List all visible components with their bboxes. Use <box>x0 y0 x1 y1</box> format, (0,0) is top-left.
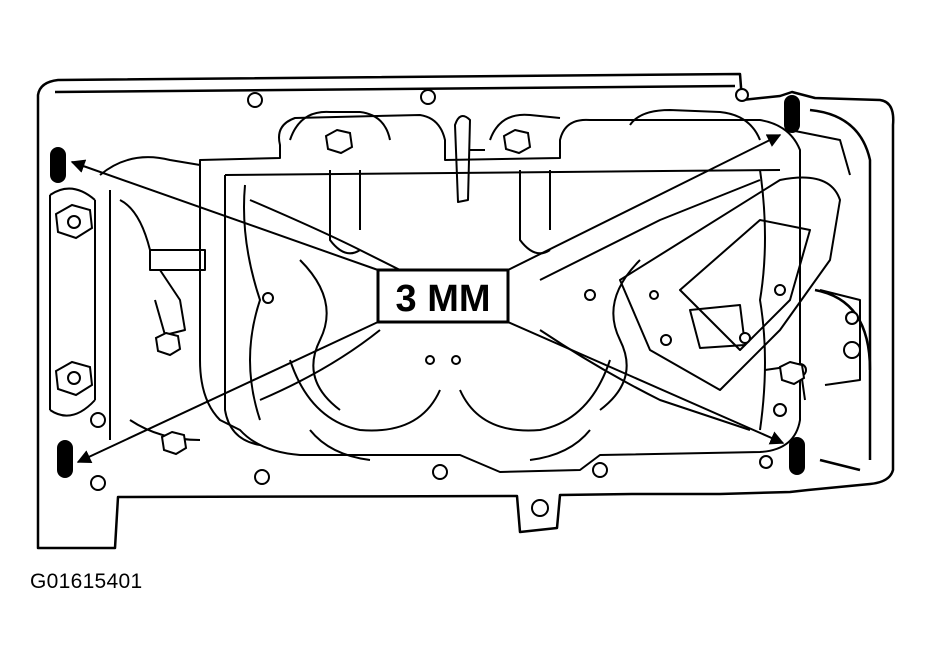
leader-arrows <box>70 134 785 464</box>
bolt-hole <box>425 355 435 365</box>
bolt-hole <box>531 499 549 517</box>
sealant-points <box>50 95 805 478</box>
bolt-hole <box>759 455 773 469</box>
hex-bolt <box>160 430 188 456</box>
engine-block-outline <box>36 72 895 550</box>
bolt-hole <box>90 475 106 491</box>
sealant-bead-top-left <box>50 147 66 183</box>
callout-label: 3 MM <box>396 278 491 320</box>
bolt-hole <box>843 341 861 359</box>
bolt-hole <box>739 332 751 344</box>
bolt-hole <box>649 290 659 300</box>
bolt-hole <box>432 464 448 480</box>
bolt-hole <box>845 311 859 325</box>
bolt-hole <box>262 292 274 304</box>
bolt-hole <box>660 334 672 346</box>
sealant-bead-bottom-left <box>57 440 73 478</box>
bolt-hole <box>773 403 787 417</box>
bolt-hole <box>420 89 436 105</box>
arrow-top-right <box>507 134 782 271</box>
sealant-bead-top-right <box>784 95 800 133</box>
hex-bolts <box>54 128 806 456</box>
arrow-bottom-right <box>507 321 785 445</box>
bolt-hole <box>451 355 461 365</box>
bolt-hole <box>247 92 263 108</box>
figure-id: G01615401 <box>30 570 143 593</box>
arrow-top-left <box>70 159 379 271</box>
callout-box: 3 MM <box>376 268 510 324</box>
hex-bolt <box>54 203 94 240</box>
oil-pan-body <box>99 109 861 473</box>
hex-bolt <box>502 128 532 155</box>
bolt-hole <box>90 412 106 428</box>
arrow-bottom-left <box>76 321 379 464</box>
hex-bolt <box>324 128 354 155</box>
hex-bolt <box>778 360 806 386</box>
bolt-hole <box>584 289 596 301</box>
support-arm <box>49 187 96 417</box>
sealant-bead-bottom-right <box>789 437 805 475</box>
hex-bolt <box>54 360 94 397</box>
bolt-hole <box>735 88 749 102</box>
bolt-hole <box>254 469 270 485</box>
hex-bolt <box>154 331 182 357</box>
bolt-hole <box>774 284 786 296</box>
bolt-hole <box>592 462 608 478</box>
